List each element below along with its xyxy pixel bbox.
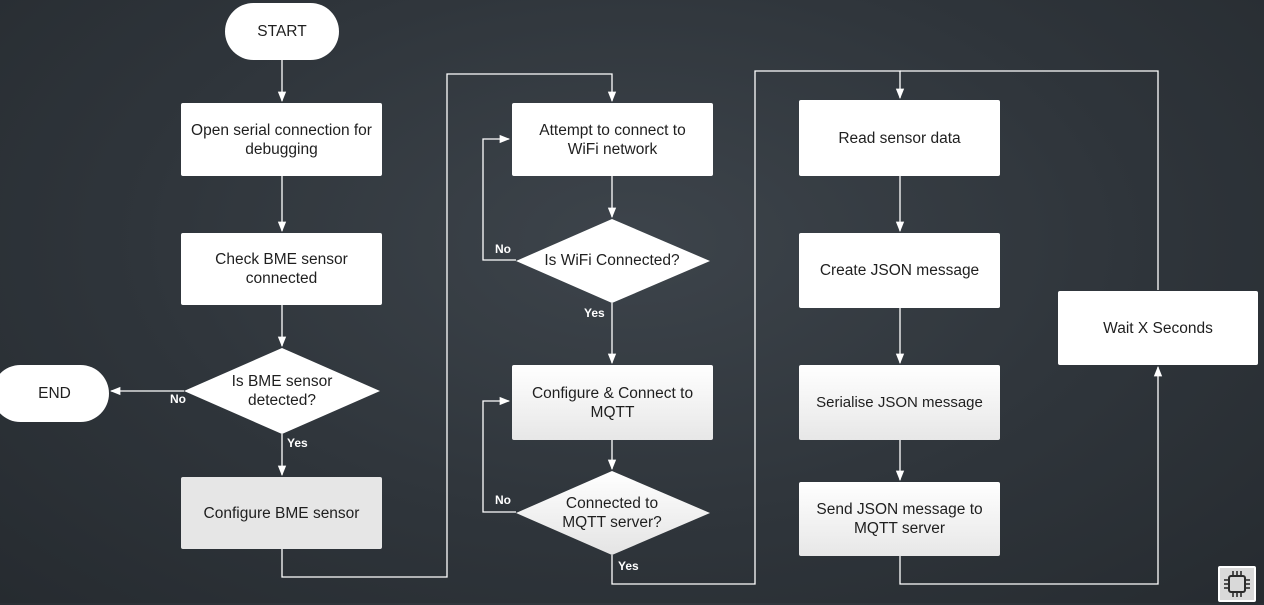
configure-mqtt-step: Configure & Connect to MQTT <box>512 365 713 440</box>
mqtt-yes-label: Yes <box>618 559 639 573</box>
wait-label: Wait X Seconds <box>1103 319 1213 337</box>
wait-step: Wait X Seconds <box>1058 291 1258 365</box>
decision-mqtt-shape <box>516 471 710 555</box>
start-label: START <box>257 23 307 40</box>
configure-bme-label: Configure BME sensor <box>203 504 360 522</box>
open-serial-step: Open serial connection for debugging <box>181 103 382 176</box>
end-terminal: END <box>0 365 109 422</box>
decision-wifi-shape <box>516 219 710 303</box>
edge-mqtt-no-loop <box>482 396 516 513</box>
is-bme-detected-decision: Is BME sensor detected? <box>214 367 350 415</box>
connect-wifi-label: Attempt to connect to WiFi network <box>539 121 686 158</box>
open-serial-label: Open serial connection for debugging <box>191 121 372 158</box>
wifi-yes-label: Yes <box>584 306 605 320</box>
send-json-step: Send JSON message to MQTT server <box>799 482 1000 556</box>
read-sensor-step: Read sensor data <box>799 100 1000 176</box>
configure-mqtt-label: Configure & Connect to MQTT <box>531 384 694 421</box>
create-json-label: Create JSON message <box>819 262 980 279</box>
configure-bme-step: Configure BME sensor <box>181 477 382 549</box>
serialise-json-label: Serialise JSON message <box>816 394 983 411</box>
bme-no-label: No <box>170 392 186 406</box>
decision-bme-shape <box>184 348 380 434</box>
create-json-step: Create JSON message <box>799 233 1000 308</box>
read-sensor-label: Read sensor data <box>838 129 961 147</box>
serialise-json-step: Serialise JSON message <box>799 365 1000 440</box>
edge-wait-to-read <box>900 70 1159 290</box>
edge-send-to-wait <box>899 365 1163 585</box>
edge-mqtt-yes-to-read <box>611 70 905 585</box>
check-bme-step: Check BME sensor connected <box>181 233 382 305</box>
connected-mqtt-label: Connected to MQTT server? <box>562 495 662 531</box>
wifi-no-label: No <box>495 242 511 256</box>
edge-wifi-no-loop <box>482 134 516 261</box>
edge-configure-to-wifi <box>281 73 617 578</box>
start-terminal: START <box>225 3 339 60</box>
chip-icon <box>1218 566 1256 602</box>
mqtt-no-label: No <box>495 493 511 507</box>
is-bme-detected-label: Is BME sensor detected? <box>231 373 333 409</box>
connect-wifi-step: Attempt to connect to WiFi network <box>512 103 713 176</box>
check-bme-label: Check BME sensor connected <box>215 251 348 287</box>
is-wifi-connected-decision: Is WiFi Connected? <box>530 248 694 272</box>
bme-yes-label: Yes <box>287 436 308 450</box>
connected-mqtt-decision: Connected to MQTT server? <box>548 489 676 537</box>
end-label: END <box>38 385 71 402</box>
send-json-label: Send JSON message to MQTT server <box>816 501 983 537</box>
is-wifi-connected-label: Is WiFi Connected? <box>544 251 680 269</box>
